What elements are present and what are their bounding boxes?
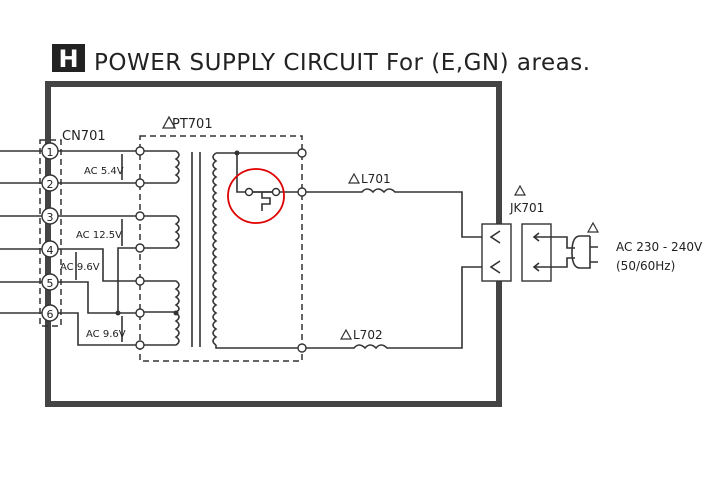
pin-4: 4 — [47, 244, 54, 257]
transformer-terminals — [135, 146, 307, 353]
red-annotation-circle — [227, 168, 285, 224]
transformer-label: PT701 — [172, 117, 213, 132]
primary-winding — [212, 152, 218, 346]
inductor-l701-label: L701 — [361, 172, 391, 186]
connector-outline — [39, 139, 62, 327]
voltage-label-12-5v: AC 12.5V — [76, 230, 122, 241]
warning-icon — [347, 172, 361, 184]
transformer-core — [191, 152, 201, 347]
warning-icon — [513, 184, 527, 196]
pin-3: 3 — [47, 211, 54, 224]
pin-1: 1 — [47, 146, 54, 159]
wires-left — [0, 150, 42, 314]
pin-2: 2 — [47, 178, 54, 191]
connector-label: CN701 — [62, 129, 106, 144]
warning-icon — [161, 115, 177, 129]
jack-plug — [521, 223, 552, 282]
warning-icon — [339, 328, 353, 340]
pin-5: 5 — [47, 277, 54, 290]
inductor-l702 — [306, 266, 484, 350]
voltage-label-9-6v-a: AC 9.6V — [60, 262, 100, 273]
mains-plug-icon — [571, 235, 598, 269]
thermal-fuse — [244, 187, 281, 211]
primary-wiring — [215, 152, 302, 349]
connector-pins: 1 2 3 4 5 6 — [0, 142, 59, 322]
section-badge — [52, 44, 85, 72]
page-title: POWER SUPPLY CIRCUIT For (E,GN) areas. — [94, 50, 591, 76]
mains-voltage: AC 230 - 240V — [616, 240, 703, 254]
mains-frequency: (50/60Hz) — [616, 259, 675, 273]
pin-6: 6 — [47, 308, 54, 321]
warning-icon — [586, 221, 600, 233]
secondary-windings — [140, 150, 180, 346]
voltage-label-9-6v-b: AC 9.6V — [86, 329, 126, 340]
inductor-l701 — [306, 188, 484, 238]
secondary-wiring — [58, 150, 140, 346]
board-outline — [45, 81, 502, 407]
voltage-label-5-4v: AC 5.4V — [84, 166, 124, 177]
inductor-l702-label: L702 — [353, 328, 383, 342]
jack-label: JK701 — [509, 201, 544, 215]
section-letter: H — [58, 45, 78, 73]
